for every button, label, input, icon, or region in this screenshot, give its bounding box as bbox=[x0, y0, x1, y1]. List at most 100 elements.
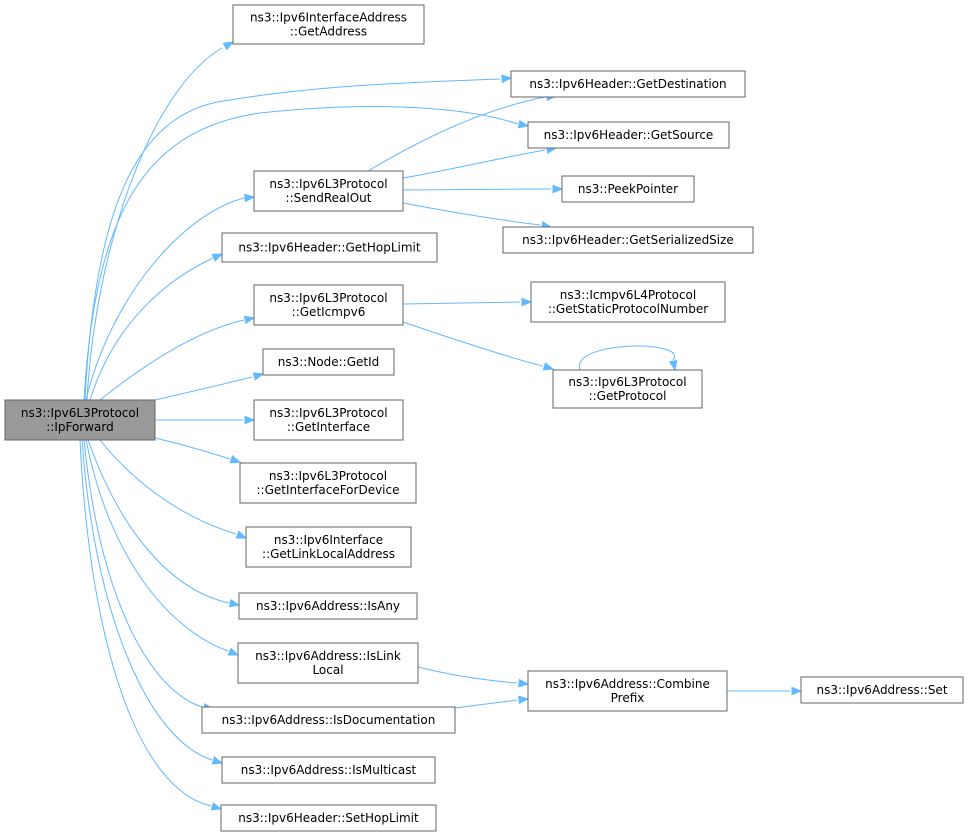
node-hdr_sethoplimit[interactable]: ns3::Ipv6Header::SetHopLimit bbox=[220, 804, 437, 832]
node-hdr_getsrc[interactable]: ns3::Ipv6Header::GetSource bbox=[527, 121, 730, 149]
node-label-line: ::GetInterfaceForDevice bbox=[257, 483, 400, 497]
node-label-line: Prefix bbox=[611, 691, 645, 705]
edge-root-to-hdr_gethoplimit bbox=[89, 253, 224, 401]
edge-line bbox=[81, 439, 213, 761]
node-box bbox=[530, 281, 726, 323]
edge-root-to-node_getid bbox=[154, 372, 265, 401]
node-root[interactable]: ns3::Ipv6L3Protocol::IpForward bbox=[4, 399, 156, 441]
node-label-line: ns3::Ipv6Interface bbox=[274, 533, 383, 547]
edge-line bbox=[402, 149, 546, 179]
node-addr_ismulticast[interactable]: ns3::Ipv6Address::IsMulticast bbox=[221, 756, 436, 784]
edge-line bbox=[402, 202, 541, 226]
edge-root-to-addr_isdoc bbox=[83, 439, 215, 712]
node-label-line: ns3::Ipv6Address::IsMulticast bbox=[241, 763, 417, 777]
edge-root-to-addr_isany bbox=[87, 439, 241, 608]
edge-root-to-ifaddr_getaddr bbox=[86, 41, 235, 401]
node-addr_isdoc[interactable]: ns3::Ipv6Address::IsDocumentation bbox=[201, 706, 456, 734]
edge-root-to-getifacefordevice bbox=[154, 437, 242, 464]
node-label-line: ns3::Ipv6L3Protocol bbox=[568, 375, 686, 389]
edge-sendrealout-to-hdr_getsersize bbox=[402, 202, 553, 230]
node-label-line: Local bbox=[312, 663, 343, 677]
edge-arrowhead bbox=[227, 647, 240, 656]
node-box bbox=[253, 284, 404, 326]
edge-arrowhead bbox=[552, 184, 564, 194]
edge-arrowhead bbox=[542, 362, 555, 371]
node-hdr_gethoplimit[interactable]: ns3::Ipv6Header::GetHopLimit bbox=[221, 232, 438, 263]
node-label-line: ::GetStaticProtocolNumber bbox=[548, 302, 708, 316]
edge-root-to-hdr_getsrc bbox=[83, 106, 530, 401]
node-label-line: ns3::Ipv6Address::IsDocumentation bbox=[222, 713, 436, 727]
node-label-line: ::SendRealOut bbox=[286, 191, 372, 205]
node-box bbox=[552, 369, 703, 409]
edge-line bbox=[154, 437, 231, 460]
edge-line bbox=[83, 439, 203, 708]
edge-arrowhead bbox=[501, 74, 513, 84]
nodes-layer: ns3::Ipv6L3Protocol::IpForwardns3::Ipv6I… bbox=[4, 4, 964, 832]
edge-arrowhead bbox=[210, 802, 223, 811]
node-node_getid[interactable]: ns3::Node::GetId bbox=[262, 348, 395, 376]
edge-line bbox=[402, 301, 521, 305]
edge-arrowhead bbox=[521, 297, 533, 307]
node-label-line: ::GetInterface bbox=[287, 420, 370, 434]
node-box bbox=[221, 756, 436, 784]
edge-arrowhead bbox=[252, 372, 265, 381]
node-label-line: ns3::PeekPointer bbox=[578, 182, 678, 196]
edge-arrowhead bbox=[244, 193, 256, 203]
edge-line bbox=[402, 188, 552, 191]
edge-line bbox=[367, 96, 546, 172]
node-box bbox=[253, 170, 404, 212]
edge-addr_isdoc-to-addr_combineprefix bbox=[454, 695, 530, 709]
edge-arrowhead bbox=[211, 253, 224, 262]
edge-line bbox=[454, 699, 518, 709]
node-box bbox=[245, 526, 412, 568]
node-label-line: ns3::Ipv6Address::Combine bbox=[545, 677, 710, 691]
node-peekpointer[interactable]: ns3::PeekPointer bbox=[561, 175, 695, 203]
node-label-line: ns3::Ipv6InterfaceAddress bbox=[250, 11, 407, 25]
node-box bbox=[527, 670, 728, 712]
node-hdr_getsersize[interactable]: ns3::Ipv6Header::GetSerializedSize bbox=[502, 226, 754, 254]
node-box bbox=[502, 226, 754, 254]
node-addr_isany[interactable]: ns3::Ipv6Address::IsAny bbox=[238, 592, 418, 620]
node-label-line: ns3::Ipv6L3Protocol bbox=[269, 406, 387, 420]
edge-root-to-hdr_getdest bbox=[84, 74, 513, 401]
edge-line bbox=[579, 345, 676, 371]
node-geticmpv6[interactable]: ns3::Ipv6L3Protocol::GetIcmpv6 bbox=[253, 284, 404, 326]
node-label-line: ns3::Ipv6Address::IsAny bbox=[256, 599, 400, 613]
node-icmp_getstaticproto[interactable]: ns3::Icmpv6L4Protocol::GetStaticProtocol… bbox=[530, 281, 726, 323]
edge-arrowhead bbox=[244, 415, 256, 425]
edge-root-to-geticmpv6 bbox=[99, 315, 256, 401]
edge-line bbox=[84, 78, 501, 401]
node-addr_set[interactable]: ns3::Ipv6Address::Set bbox=[800, 676, 964, 704]
node-box bbox=[221, 232, 438, 263]
node-box bbox=[253, 399, 404, 441]
node-getprotocol[interactable]: ns3::Ipv6L3Protocol::GetProtocol bbox=[552, 369, 703, 409]
node-label-line: ns3::Ipv6Address::Set bbox=[816, 683, 947, 697]
node-label-line: ns3::Ipv6Header::GetSource bbox=[544, 128, 714, 142]
edge-line bbox=[85, 439, 229, 652]
node-label-line: ns3::Ipv6L3Protocol bbox=[269, 469, 387, 483]
node-iface_getlinklocal[interactable]: ns3::Ipv6Interface::GetLinkLocalAddress bbox=[245, 526, 412, 568]
node-label-line: ns3::Ipv6L3Protocol bbox=[269, 291, 387, 305]
node-label-line: ns3::Icmpv6L4Protocol bbox=[560, 288, 696, 302]
edge-root-to-hdr_sethoplimit bbox=[79, 439, 223, 811]
edge-line bbox=[154, 376, 253, 401]
edge-line bbox=[99, 439, 237, 535]
node-ifaddr_getaddr[interactable]: ns3::Ipv6InterfaceAddress::GetAddress bbox=[232, 4, 425, 45]
node-getinterface[interactable]: ns3::Ipv6L3Protocol::GetInterface bbox=[253, 399, 404, 441]
node-label-line: ::GetIcmpv6 bbox=[292, 305, 366, 319]
edge-arrowhead bbox=[243, 315, 256, 325]
node-sendrealout[interactable]: ns3::Ipv6L3Protocol::SendRealOut bbox=[253, 170, 404, 212]
edge-sendrealout-to-hdr_getsrc bbox=[402, 145, 558, 179]
node-label-line: ns3::Ipv6Header::GetHopLimit bbox=[238, 241, 420, 255]
node-label-line: ::GetProtocol bbox=[589, 389, 667, 403]
node-label-line: ::IpForward bbox=[46, 420, 114, 434]
node-getifacefordevice[interactable]: ns3::Ipv6L3Protocol::GetInterfaceForDevi… bbox=[239, 462, 417, 504]
node-box bbox=[561, 175, 695, 203]
node-label-line: ns3::Ipv6L3Protocol bbox=[269, 177, 387, 191]
node-label-line: ns3::Ipv6L3Protocol bbox=[21, 406, 139, 420]
edge-addr_islinklocal-to-addr_combineprefix bbox=[417, 666, 530, 688]
node-hdr_getdest[interactable]: ns3::Ipv6Header::GetDestination bbox=[510, 70, 746, 98]
